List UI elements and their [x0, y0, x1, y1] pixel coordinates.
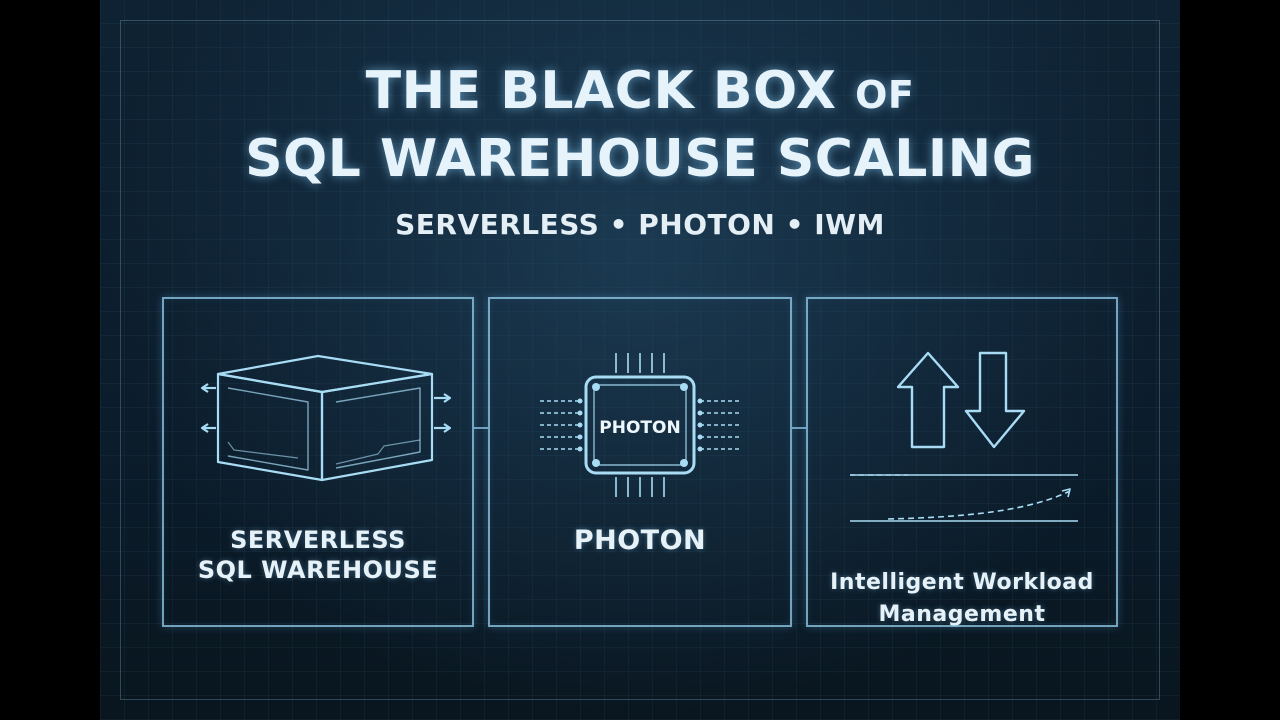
panel-photon-label: PHOTON	[573, 525, 707, 556]
outer-frame	[120, 20, 1160, 700]
title-line-2: SQL WAREHOUSE SCALING	[245, 129, 1035, 189]
subtitle: SERVERLESS • PHOTON • IWM	[395, 208, 885, 241]
panel-iwm-label-line1: Intelligent Workload	[830, 570, 1094, 595]
title-line-1: THE BLACK BOX OF	[100, 60, 1180, 126]
connector-left	[474, 427, 488, 429]
chip-label: PHOTON	[599, 418, 680, 438]
panel-iwm-label-line2: Management	[878, 602, 1046, 627]
panel-iwm: Intelligent Workload Management	[806, 297, 1118, 627]
title-main: THE BLACK BOX	[365, 61, 837, 121]
panel-serverless-label: SERVERLESS SQL WAREHOUSE	[164, 525, 472, 585]
panel-serverless-label-line1: SERVERLESS	[230, 526, 406, 554]
photon-chip-icon: PHOTON	[540, 353, 742, 497]
panel-photon: PHOTON PHOTON	[488, 297, 792, 627]
panel-serverless-label-line2: SQL WAREHOUSE	[197, 556, 439, 584]
panel-iwm-label: Intelligent Workload Management	[808, 567, 1116, 631]
panel-serverless: SERVERLESS SQL WAREHOUSE	[162, 297, 474, 627]
scale-arrows-icon	[850, 351, 1078, 522]
warehouse-box-icon	[200, 354, 452, 482]
connector-right	[792, 427, 806, 429]
title-suffix: OF	[855, 73, 915, 117]
